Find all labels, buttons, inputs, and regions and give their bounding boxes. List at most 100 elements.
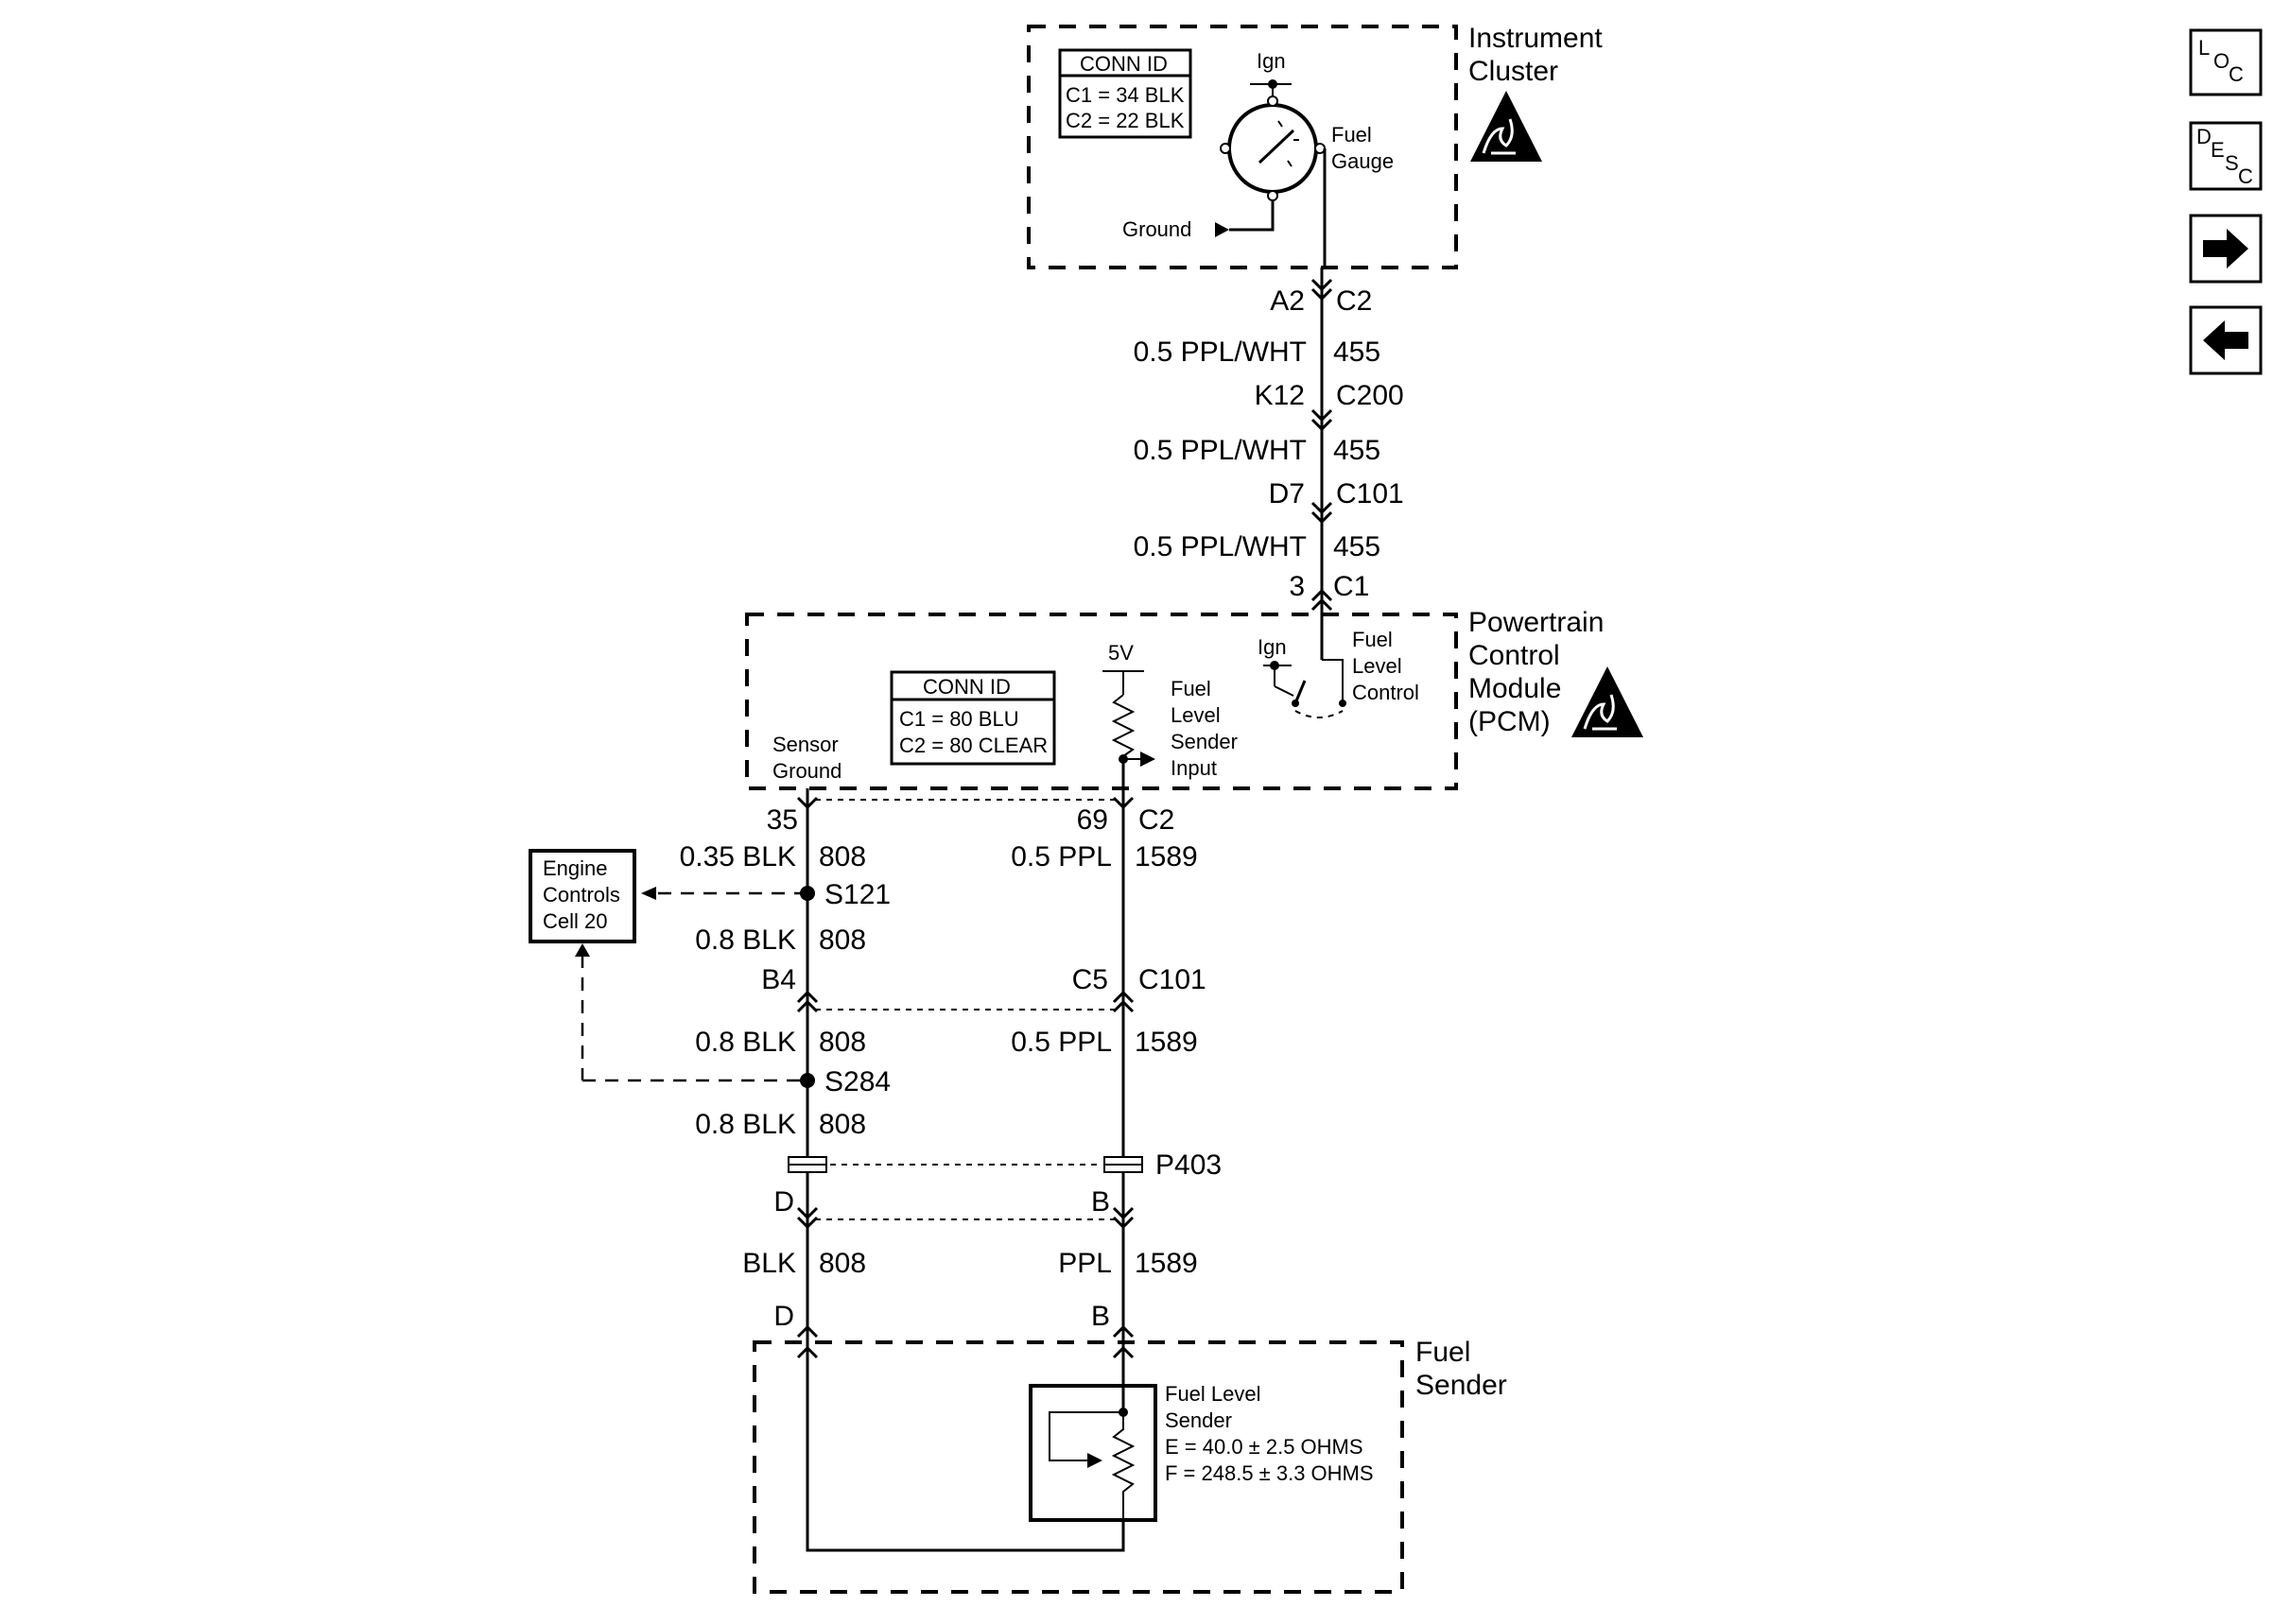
fuel-level-sender xyxy=(1029,1384,1157,1522)
circuit-808-a: 808 xyxy=(819,841,866,872)
fuel-sender-boundary xyxy=(753,1340,1404,1594)
ground-label: Ground xyxy=(1122,217,1191,241)
wire-color-08-blk-b: 0.8 BLK xyxy=(695,1027,796,1058)
sender-full-resistance: F = 248.5 ± 3.3 OHMS xyxy=(1165,1461,1374,1485)
desc-letter-s: S xyxy=(2225,151,2239,175)
connector-c200: C200 xyxy=(1336,380,1404,411)
circuit-number-3: 455 xyxy=(1333,531,1380,562)
splice-s284 xyxy=(800,1073,815,1088)
cluster-conn-id-box: CONN ID C1 = 34 BLK C2 = 22 BLK xyxy=(1058,48,1192,139)
five-volt-label: 5V xyxy=(1108,641,1134,665)
fuel-level-control-switch: Ign Fuel Level Control xyxy=(1258,614,1419,718)
fuel-level-sender-input-resistor: 5V Fuel Level Sender Input xyxy=(1102,641,1238,796)
wire-color-035-blk: 0.35 BLK xyxy=(680,841,796,872)
conn-id-c1: C1 = 34 BLK xyxy=(1066,83,1185,107)
connector-c2: C2 xyxy=(1336,285,1372,317)
loc-letter-l: L xyxy=(2198,36,2210,60)
powertrain-control-module: Powertrain Control Module (PCM) Ign Fuel… xyxy=(745,607,1645,796)
conn-id-header: CONN ID xyxy=(1080,52,1168,76)
pcm-title-3: Module xyxy=(1468,673,1561,704)
wire-color-blk: BLK xyxy=(742,1248,796,1279)
pin-3: 3 xyxy=(1289,571,1305,602)
pcm-ign-label: Ign xyxy=(1258,635,1287,659)
connector-c101: C101 xyxy=(1336,478,1404,510)
engine-controls-label-3: Cell 20 xyxy=(543,909,607,933)
circuit-1589-b: 1589 xyxy=(1135,1027,1198,1058)
pcm-conn-id-c2: C2 = 80 CLEAR xyxy=(899,734,1048,757)
splice-s121 xyxy=(800,886,815,901)
fuel-sender-title: Fuel xyxy=(1415,1337,1470,1368)
conn-id-c2: C2 = 22 BLK xyxy=(1066,109,1185,132)
pcm-conn-id-box: CONN ID C1 = 80 BLU C2 = 80 CLEAR xyxy=(890,670,1056,766)
right-arrow-icon xyxy=(2203,229,2248,268)
fuel-gauge xyxy=(1220,95,1326,201)
circuit-808-e: 808 xyxy=(819,1248,866,1279)
esd-sensitive-icon xyxy=(1570,665,1645,739)
circuit-808-c: 808 xyxy=(819,1027,866,1058)
description-button[interactable]: D E S C xyxy=(2189,121,2263,191)
engine-controls-label-2: Controls xyxy=(543,883,620,907)
instrument-cluster: Instrument Cluster CONN ID C1 = 34 BLK C… xyxy=(1027,23,1603,269)
wire-color-08-blk-a: 0.8 BLK xyxy=(695,924,796,956)
splice-s121-label: S121 xyxy=(824,879,891,910)
wire-color-ppl: PPL xyxy=(1058,1248,1112,1279)
fuel-gauge-label: Fuel xyxy=(1331,123,1372,147)
esd-sensitive-icon xyxy=(1468,89,1544,164)
sensor-ground-label-2: Ground xyxy=(772,759,842,783)
wire-color-1: 0.5 PPL/WHT xyxy=(1134,337,1307,368)
sender-empty-resistance: E = 40.0 ± 2.5 OHMS xyxy=(1165,1435,1363,1459)
loc-letter-o: O xyxy=(2213,49,2230,73)
desc-letter-c: C xyxy=(2238,164,2253,188)
wire-color-3: 0.5 PPL/WHT xyxy=(1134,531,1307,562)
pin-c5: C5 xyxy=(1072,964,1108,995)
fuel-level-sender-input-label: Fuel xyxy=(1171,677,1211,700)
engine-controls-reference[interactable]: Engine Controls Cell 20 xyxy=(529,849,636,943)
pass-through-p403 xyxy=(788,1156,1143,1173)
pcm-title-2: Control xyxy=(1468,640,1560,671)
fuel-level-sender-input-label-4: Input xyxy=(1171,756,1217,780)
fuel-level-control-label-2: Level xyxy=(1352,654,1402,678)
loc-letter-c: C xyxy=(2229,62,2244,86)
connector-c1: C1 xyxy=(1333,571,1369,602)
pin-a2: A2 xyxy=(1270,285,1305,317)
circuit-455: A2 C2 0.5 PPL/WHT 455 K12 C200 0.5 PPL/W… xyxy=(1134,268,1404,614)
left-arrow-icon xyxy=(2203,320,2248,360)
pin-d-upper: D xyxy=(773,1186,794,1218)
connector-c101-lower: C101 xyxy=(1138,964,1206,995)
instrument-cluster-title: Instrument xyxy=(1468,23,1603,54)
fuel-gauge-label-2: Gauge xyxy=(1331,149,1394,173)
sensor-ground-label: Sensor xyxy=(772,733,839,756)
next-page-button[interactable] xyxy=(2189,214,2263,284)
fuel-level-sender-label-2: Sender xyxy=(1165,1408,1232,1432)
pcm-conn-id-c1: C1 = 80 BLU xyxy=(899,707,1019,731)
fuel-level-control-label-3: Control xyxy=(1352,681,1419,704)
wire-color-2: 0.5 PPL/WHT xyxy=(1134,435,1307,466)
instrument-cluster-boundary xyxy=(1027,25,1458,269)
location-button[interactable]: L O C xyxy=(2189,28,2263,96)
pin-b-upper: B xyxy=(1091,1186,1110,1218)
p403-label: P403 xyxy=(1155,1149,1222,1181)
fuel-level-control-label: Fuel xyxy=(1352,628,1393,651)
fuel-level-sender-label: Fuel Level xyxy=(1165,1382,1261,1406)
wire-color-08-blk-c: 0.8 BLK xyxy=(695,1109,796,1140)
previous-page-button[interactable] xyxy=(2189,305,2263,375)
pin-d-lower: D xyxy=(773,1301,794,1332)
engine-controls-label: Engine xyxy=(543,856,608,880)
fuel-level-sender-input-label-3: Sender xyxy=(1171,730,1238,753)
circuit-808-d: 808 xyxy=(819,1109,866,1140)
desc-letter-d: D xyxy=(2196,125,2212,148)
splice-s284-label: S284 xyxy=(824,1066,891,1097)
pin-k12: K12 xyxy=(1255,380,1305,411)
wire-color-05-ppl-b: 0.5 PPL xyxy=(1011,1027,1112,1058)
fuel-sender: Fuel Sender Fuel Level Sender E = 40.0 ±… xyxy=(753,1337,1507,1594)
circuit-number-1: 455 xyxy=(1333,337,1380,368)
desc-letter-e: E xyxy=(2211,138,2225,162)
circuit-1589-c: 1589 xyxy=(1135,1248,1198,1279)
fuel-level-sender-input-label-2: Level xyxy=(1171,703,1221,727)
pin-b4: B4 xyxy=(761,964,796,995)
pcm-title-4: (PCM) xyxy=(1468,706,1551,737)
instrument-cluster-title-2: Cluster xyxy=(1468,56,1558,87)
wire-color-05-ppl-a: 0.5 PPL xyxy=(1011,841,1112,872)
fuel-sender-title-2: Sender xyxy=(1415,1370,1507,1401)
circuit-number-2: 455 xyxy=(1333,435,1380,466)
